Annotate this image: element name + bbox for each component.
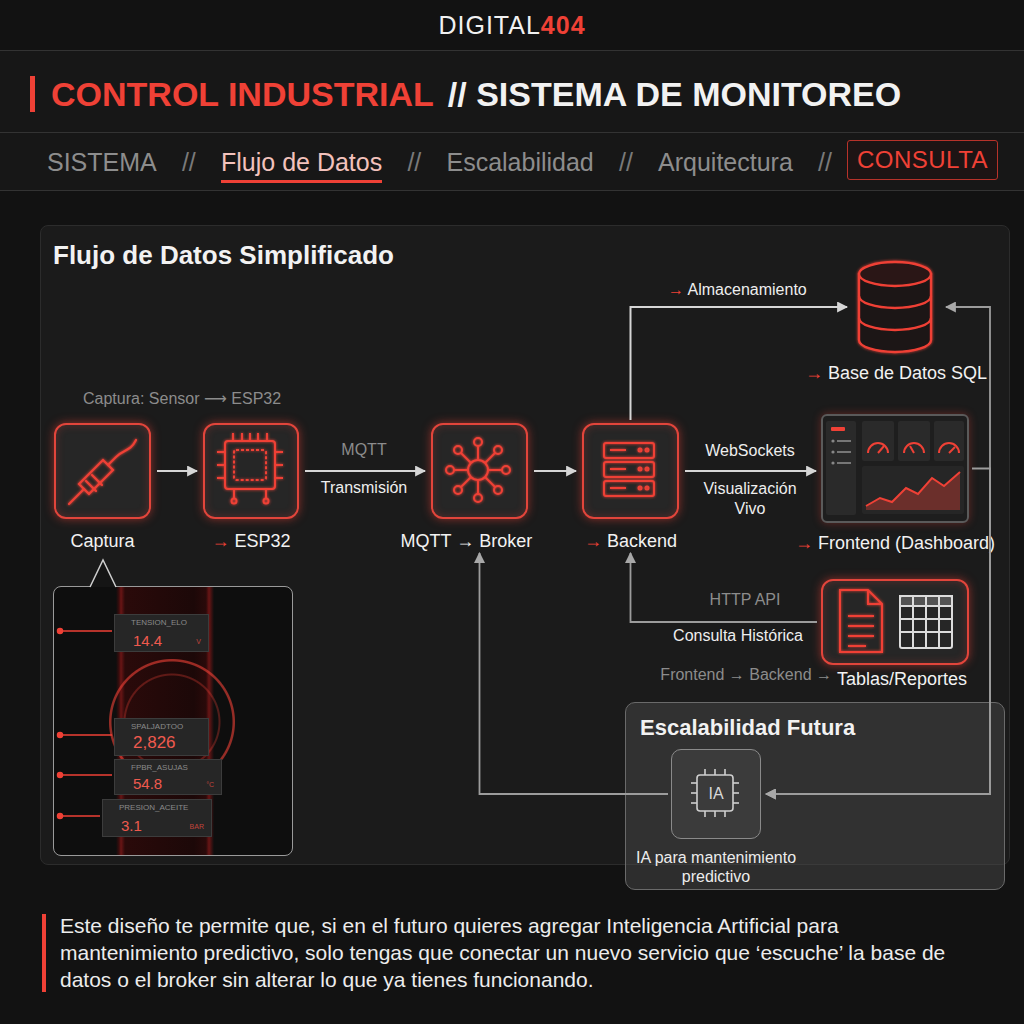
panel-heading: Flujo de Datos Simplificado <box>53 240 394 271</box>
tab-bar: SISTEMA // Flujo de Datos // Escalabilidad //… <box>47 141 832 183</box>
readout-value: 2,826 <box>133 733 176 753</box>
readout-box: SPALJADTOO 2,826 <box>114 718 209 756</box>
readout-box: PRESION_ACEITE 3.1 BAR <box>102 799 212 837</box>
node-label: MQTT → Broker <box>400 531 532 552</box>
readout-name: SPALJADTOO <box>131 722 183 731</box>
node-label: → Backend <box>584 531 677 552</box>
process-box: Captura <box>54 423 151 519</box>
readout-unit: BAR <box>190 823 204 830</box>
node-label: → Frontend (Dashboard) <box>795 533 995 554</box>
readout-unit: V <box>196 638 201 645</box>
subtitle: // SISTEMA DE MONITOREO <box>448 75 901 114</box>
chip-label: IA <box>672 750 760 838</box>
tab-separator: // <box>818 148 832 177</box>
title-bar <box>30 76 35 112</box>
title-row: CONTROL INDUSTRIAL // SISTEMA DE MONITORE… <box>30 62 901 126</box>
header-rule <box>0 50 1024 51</box>
group-box: Escalabilidad FuturaIAIA para mantenimie… <box>625 702 1005 890</box>
readout-value: 3.1 <box>121 817 142 834</box>
caption-text: Este diseño te permite que, si en el fut… <box>60 912 975 993</box>
edge-label: MQTT <box>304 441 424 459</box>
node-label: Tablas/Reportes <box>837 669 967 690</box>
readout-box: TENSION_ELO 14.4 V <box>114 614 209 652</box>
process-box: Tablas/Reportes <box>821 579 969 665</box>
readout-value: 54.8 <box>133 775 162 792</box>
tab-separator: // <box>619 148 633 177</box>
readout-unit: °C <box>206 781 214 788</box>
edge-label: Captura: Sensor ⟶ ESP32 <box>83 389 281 408</box>
tab-button: CONSULTA <box>847 140 998 180</box>
readout-name: PRESION_ACEITE <box>119 803 188 812</box>
header-rule <box>0 132 1024 133</box>
logo: DIGITAL404 <box>0 11 1024 40</box>
tab-label: CONSULTA <box>848 141 997 179</box>
header-rule <box>0 190 1024 191</box>
flow-label: Visualización Vivo <box>690 479 810 519</box>
sensor-inset: TENSION_ELO 14.4 V SPALJADTOO 2,826FPBR_ASUJ… <box>53 586 293 856</box>
dashboard-box: → Frontend (Dashboard) <box>821 414 969 523</box>
node-label: → ESP32 <box>211 531 290 552</box>
tab-separator: // <box>407 148 421 177</box>
readout-value: 14.4 <box>133 632 162 649</box>
caption-bar <box>42 914 46 992</box>
process-box: MQTT → Broker <box>431 423 528 519</box>
node-label: Captura <box>70 531 134 552</box>
readout-name: TENSION_ELO <box>131 618 187 627</box>
flow-note: Frontend → Backend → <box>560 666 832 684</box>
tab-label: Escalabilidad <box>446 148 593 177</box>
edge-label: → Almacenamiento <box>668 281 807 299</box>
process-box: → ESP32 <box>203 423 299 519</box>
tab-separator: // <box>182 148 196 177</box>
process-box: IAIA para mantenimiento predictivo <box>671 749 761 839</box>
readout-box: FPBR_ASUJAS 54.8 °C <box>114 759 222 795</box>
edge-label: WebSockets <box>690 442 810 460</box>
main-title: CONTROL INDUSTRIAL <box>51 75 434 114</box>
logo-text: DIGITAL <box>438 11 540 40</box>
process-box: → Backend <box>582 423 679 519</box>
tab-label: SISTEMA <box>47 148 157 177</box>
logo-text: 404 <box>541 11 586 40</box>
flow-label: Consulta Histórica <box>650 627 826 645</box>
edge-label: HTTP API <box>685 591 805 609</box>
box-heading: Escalabilidad Futura <box>640 715 855 741</box>
flow-label: Transmisión <box>304 479 424 497</box>
readout-name: FPBR_ASUJAS <box>131 763 188 772</box>
database-node: → Base de Datos SQL <box>851 259 941 355</box>
tab-label: Flujo de Datos <box>221 148 382 183</box>
tab-label: Arquitectura <box>658 148 793 177</box>
node-label: → Base de Datos SQL <box>805 363 987 384</box>
node-label: IA para mantenimiento predictivo <box>616 848 816 886</box>
